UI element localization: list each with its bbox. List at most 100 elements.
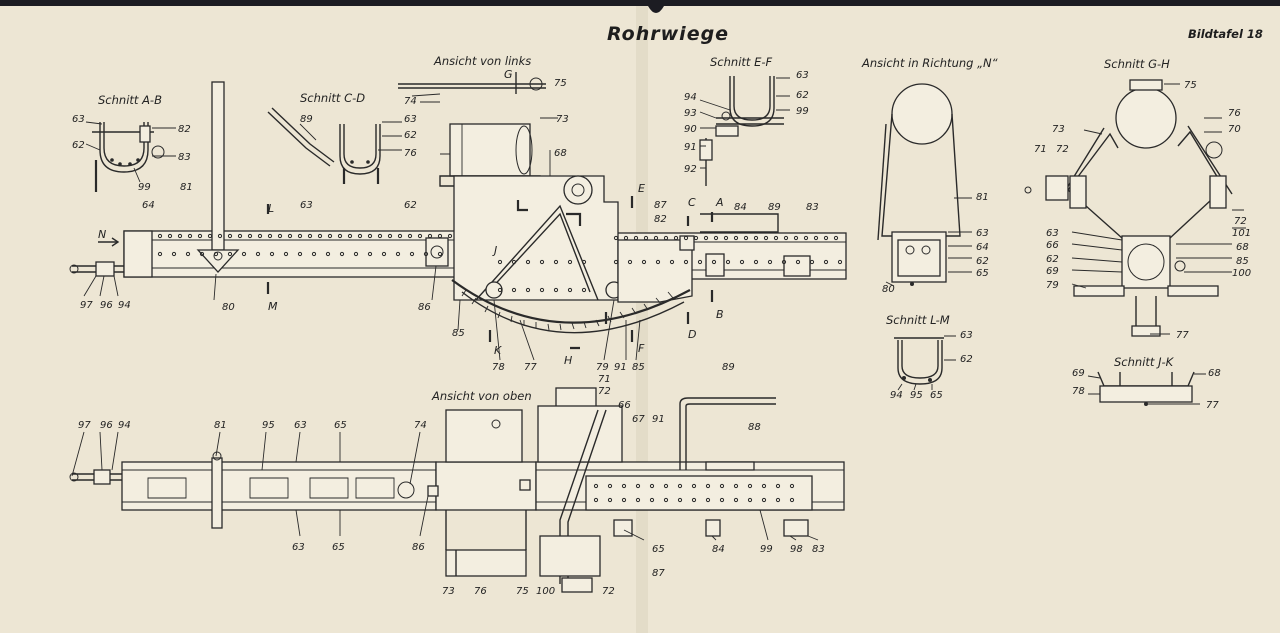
view-title-schnitt-ef: Schnitt E-F: [710, 55, 772, 69]
rivet: [553, 287, 559, 293]
rivet: [325, 251, 331, 257]
rivet: [287, 233, 293, 239]
view-title-richtung-n: Ansicht in Richtung „N“: [861, 56, 998, 70]
callout-label: 71: [598, 374, 611, 385]
callout-label: 97: [80, 300, 93, 311]
callout-label: 63: [796, 70, 809, 81]
rivet: [247, 233, 253, 239]
rivet: [207, 233, 213, 239]
callout-label: 87: [654, 200, 667, 211]
rivet: [823, 259, 829, 265]
rivet: [525, 259, 531, 265]
callout-label: 63: [292, 542, 305, 553]
callout-label: 62: [960, 354, 973, 365]
rivet: [775, 483, 781, 489]
callout-label: 82: [178, 124, 191, 135]
callout-label: 62: [404, 130, 417, 141]
callout-label: 72: [1234, 216, 1247, 227]
marker-a: A: [715, 196, 724, 209]
view-n-drawing: [877, 83, 972, 287]
callout-label: 73: [1052, 124, 1065, 135]
rivet: [213, 251, 219, 257]
rivet: [539, 259, 545, 265]
rivet: [227, 251, 233, 257]
rivet: [775, 497, 781, 503]
callout-label: 63: [960, 330, 973, 341]
callout-label: 81: [180, 182, 193, 193]
rivet: [753, 235, 759, 241]
callout-label: 76: [474, 586, 487, 597]
rivet: [753, 259, 759, 265]
rivet: [257, 233, 263, 239]
callout-label: 68: [554, 148, 567, 159]
callout-label: 64: [976, 242, 989, 253]
marker-m: M: [268, 300, 278, 313]
callout-label: 69: [1046, 266, 1059, 277]
rivet: [607, 483, 613, 489]
callout-label: 83: [806, 202, 819, 213]
callout-label: 70: [1228, 124, 1241, 135]
rivet: [773, 235, 779, 241]
callout-label: 94: [684, 92, 697, 103]
callout-label: 74: [414, 420, 427, 431]
rivet: [199, 251, 205, 257]
marker-n: N: [98, 228, 106, 241]
rivet: [623, 235, 629, 241]
rivet: [347, 233, 353, 239]
callout-label: 66: [618, 400, 631, 411]
callout-label: 85: [452, 328, 465, 339]
callout-label: 78: [492, 362, 505, 373]
rivet: [833, 235, 839, 241]
rivet: [567, 259, 573, 265]
rivet: [663, 483, 669, 489]
section-ef-drawing: [699, 76, 790, 186]
rivet: [613, 235, 619, 241]
section-ab-drawing: [85, 121, 176, 192]
section-jk-drawing: [1087, 371, 1206, 406]
callout-label: 85: [632, 362, 645, 373]
rivet: [307, 233, 313, 239]
rivet: [823, 235, 829, 241]
rivet: [803, 235, 809, 241]
section-gh-drawing: [1024, 79, 1246, 337]
callout-label: 79: [596, 362, 609, 373]
rivet: [409, 251, 415, 257]
section-markers: [98, 196, 714, 350]
top-view-drawing: [69, 387, 845, 593]
callout-label: 77: [1206, 400, 1219, 411]
callout-label: 81: [976, 192, 989, 203]
callout-label: 91: [652, 414, 665, 425]
rivet: [781, 259, 787, 265]
rivet: [719, 497, 725, 503]
plate-number: Bildtafel 18: [1188, 27, 1263, 41]
rivet: [673, 235, 679, 241]
callout-label: 65: [332, 542, 345, 553]
callout-label: 80: [222, 302, 235, 313]
rivet: [677, 497, 683, 503]
rivet: [367, 251, 373, 257]
rivet: [395, 251, 401, 257]
rivet: [739, 259, 745, 265]
rivet: [789, 483, 795, 489]
rivet: [377, 233, 383, 239]
callout-label: 86: [412, 542, 425, 553]
rivet: [567, 287, 573, 293]
rivet: [705, 497, 711, 503]
rivet: [607, 497, 613, 503]
callout-label: 75: [1184, 80, 1197, 91]
rivet: [277, 233, 283, 239]
rivet: [581, 287, 587, 293]
rivet: [723, 235, 729, 241]
rivet: [397, 233, 403, 239]
callout-label: 67: [632, 414, 645, 425]
rivet: [813, 235, 819, 241]
rivet: [447, 233, 453, 239]
rivet: [789, 497, 795, 503]
rivet: [719, 483, 725, 489]
rivet: [725, 259, 731, 265]
callout-label: 71: [1034, 144, 1047, 155]
callout-label: 84: [712, 544, 725, 555]
cradle-side-view: [69, 81, 847, 334]
rivet: [783, 235, 789, 241]
marker-g: G: [504, 68, 513, 81]
